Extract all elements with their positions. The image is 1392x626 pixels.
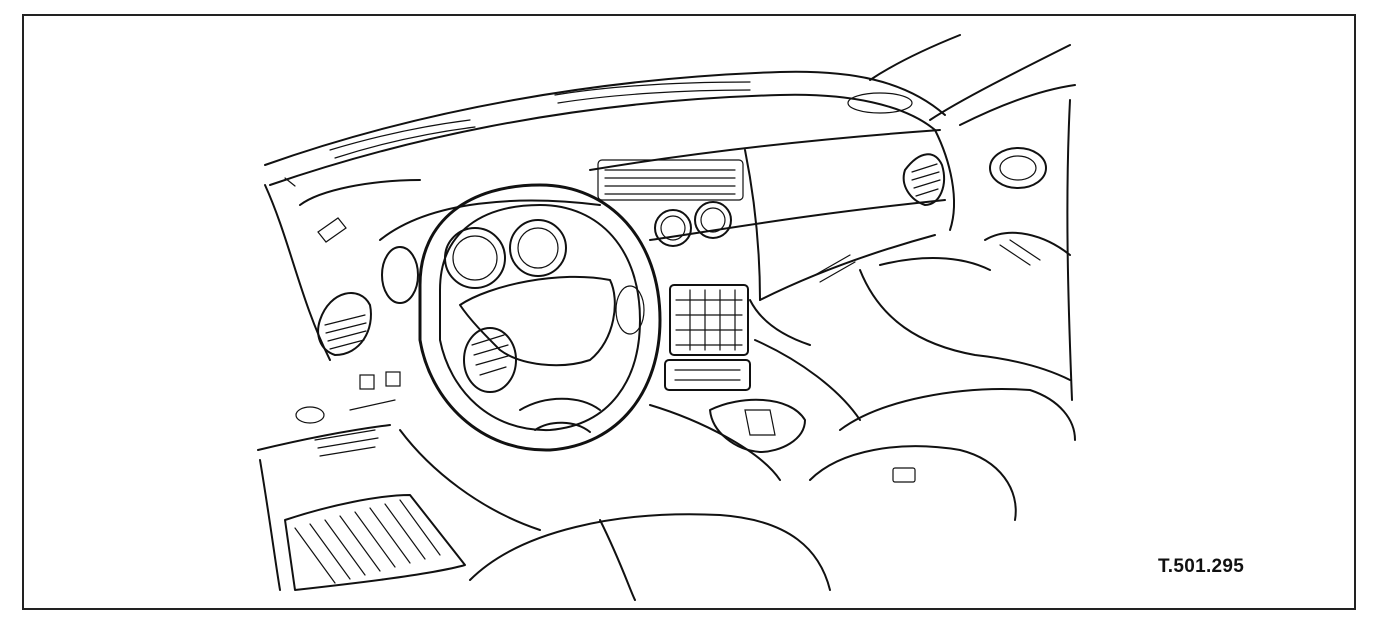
floor-mat [257, 424, 466, 591]
dashboard-top [264, 70, 946, 187]
a-pillar [869, 34, 1076, 126]
centre-console [649, 284, 861, 481]
right-vent [902, 153, 945, 206]
left-vent [317, 217, 372, 356]
centre-vents [597, 159, 744, 247]
passenger-area [809, 99, 1076, 521]
dash-face [264, 129, 956, 361]
figure-frame [22, 14, 1356, 610]
steering-wheel [418, 183, 662, 452]
driver-seat [399, 429, 831, 601]
left-switches [295, 371, 401, 457]
figure-reference-code: T.501.295 [1158, 556, 1245, 577]
instrument-cluster [379, 199, 601, 304]
